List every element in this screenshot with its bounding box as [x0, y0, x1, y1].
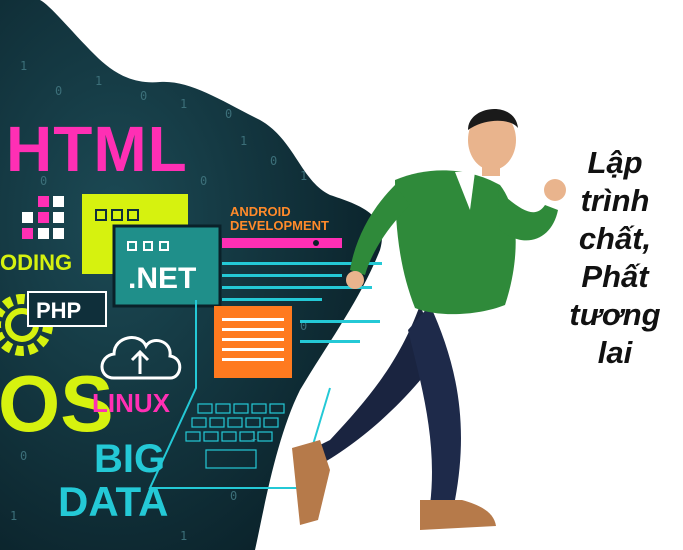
slogan-line: tương [569, 297, 661, 332]
svg-text:1: 1 [12, 139, 19, 153]
slogan-line: Phất [581, 259, 649, 294]
svg-text:1: 1 [180, 529, 187, 543]
document-icon [214, 306, 292, 378]
svg-text:1: 1 [95, 74, 102, 88]
svg-text:1: 1 [10, 509, 17, 523]
slogan-line: trình [580, 183, 650, 218]
svg-text:0: 0 [230, 489, 237, 503]
svg-text:1: 1 [300, 169, 307, 183]
android-label-line1: ANDROID [230, 204, 291, 219]
svg-text:0: 0 [55, 84, 62, 98]
big-label: BIG [94, 437, 166, 481]
coding-label: ODING [0, 250, 73, 275]
dotnet-label: .NET [128, 262, 197, 295]
cloud-upload-icon [100, 336, 182, 380]
svg-text:1: 1 [20, 59, 27, 73]
svg-text:0: 0 [300, 319, 307, 333]
svg-text:0: 0 [20, 449, 27, 463]
svg-text:0: 0 [140, 89, 147, 103]
svg-text:0: 0 [200, 174, 207, 188]
slogan-line: chất, [578, 221, 652, 256]
php-label: PHP [36, 298, 82, 323]
slogan-line: Lập [587, 145, 643, 180]
net-window-icon [112, 224, 222, 308]
data-label: DATA [58, 478, 169, 525]
svg-text:1: 1 [180, 97, 187, 111]
slogan-line: lai [597, 335, 633, 370]
runner-illustration [292, 109, 566, 530]
html-label: HTML [6, 113, 188, 185]
android-label-line2: DEVELOPMENT [230, 218, 329, 233]
svg-text:1: 1 [240, 134, 247, 148]
grid-icon [22, 196, 64, 239]
svg-text:0: 0 [40, 174, 47, 188]
php-badge [27, 291, 107, 327]
code-bars [222, 238, 382, 343]
android-development-label: ANDROID DEVELOPMENT [230, 205, 329, 233]
slogan: Lập trình chất, Phất tương lai [555, 144, 675, 372]
linux-label: LINUX [92, 388, 170, 418]
os-label: OS [0, 359, 114, 448]
svg-text:0: 0 [270, 154, 277, 168]
svg-text:0: 0 [225, 107, 232, 121]
